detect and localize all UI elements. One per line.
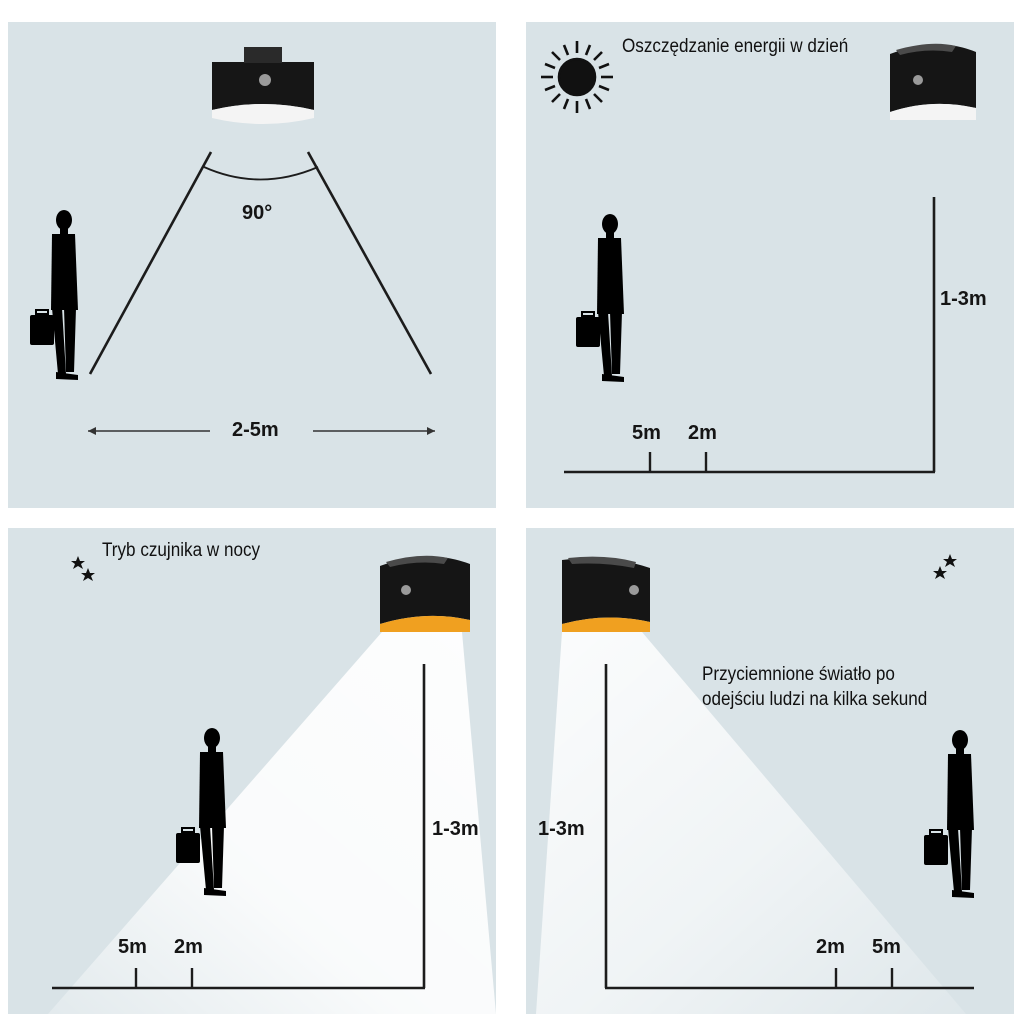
caption-night-dimmed-line1: Przyciemnione światło po — [702, 664, 895, 685]
lamp-icon — [562, 556, 650, 632]
marker-2m: 2m — [816, 936, 845, 958]
detection-line-left — [88, 151, 213, 375]
angle-label: 90° — [242, 202, 273, 224]
person-silhouette — [924, 730, 974, 898]
person-silhouette — [176, 728, 226, 896]
distance-label: 2-5m — [232, 419, 279, 441]
moon-stars-icon — [933, 552, 997, 607]
person-silhouette — [30, 210, 78, 380]
light-beam — [536, 632, 966, 1014]
caption-night-dimmed-line2: odejściu ludzi na kilka sekund — [702, 689, 928, 710]
night-dimmed-diagram — [536, 552, 997, 1014]
caption-night-sensor: Tryb czujnika w nocy — [102, 540, 261, 561]
caption-day: Oszczędzanie energii w dzień — [622, 36, 849, 57]
night-sensor-diagram — [48, 554, 496, 1014]
detection-line-right — [306, 151, 433, 375]
light-beam — [48, 632, 496, 1014]
day-diagram — [541, 41, 976, 474]
panel-night-dimmed-mode: Przyciemnione światło po odejściu ludzi … — [526, 528, 1014, 1014]
height-label: 1-3m — [432, 818, 479, 840]
lamp-icon — [380, 555, 470, 632]
marker-2m: 2m — [688, 422, 717, 444]
distance-arrow-left — [88, 427, 210, 435]
panel-detection-angle: 90° 2-5m — [8, 22, 496, 508]
panel-night-sensor-mode: Tryb czujnika w nocy 1-3m 5m 2m — [8, 528, 496, 1014]
person-silhouette — [576, 214, 624, 382]
marker-5m: 5m — [118, 936, 147, 958]
distance-arrow-right — [313, 427, 435, 435]
lamp-icon — [212, 47, 314, 124]
marker-5m: 5m — [632, 422, 661, 444]
marker-5m: 5m — [872, 936, 901, 958]
detection-diagram — [30, 47, 435, 435]
marker-2m: 2m — [174, 936, 203, 958]
height-label: 1-3m — [940, 288, 987, 310]
lamp-icon — [890, 43, 976, 120]
moon-stars-icon — [48, 554, 95, 593]
sun-icon — [541, 41, 613, 113]
height-label: 1-3m — [538, 818, 585, 840]
angle-arc — [203, 166, 319, 181]
panel-day-mode: Oszczędzanie energii w dzień 1-3m 5m 2m — [526, 22, 1014, 508]
